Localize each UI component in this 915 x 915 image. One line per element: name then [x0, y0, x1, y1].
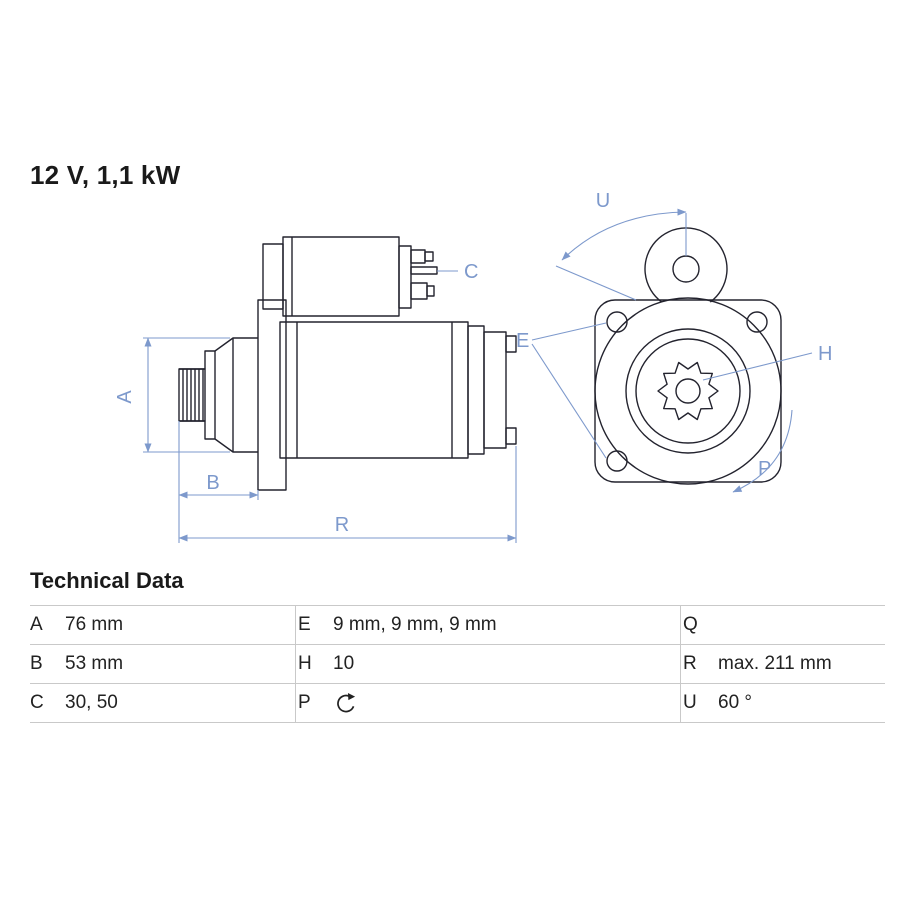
param-value-e: 9 mm, 9 mm, 9 mm: [333, 614, 497, 635]
param-value-p: [333, 690, 680, 716]
dim-label-h: H: [818, 343, 832, 365]
dimension-annotations: A B R C E U H: [114, 190, 832, 543]
param-key-r: R: [680, 645, 718, 683]
param-key-e: E: [295, 606, 333, 644]
dim-label-p: P: [758, 458, 771, 480]
param-value-u: 60 °: [718, 692, 753, 713]
param-value-b: 53 mm: [65, 653, 124, 674]
front-view: [594, 227, 782, 485]
param-key-q: Q: [680, 606, 718, 644]
param-value-a: 76 mm: [65, 614, 124, 635]
param-value-r: max. 211 mm: [718, 653, 832, 674]
dim-label-a: A: [114, 390, 136, 404]
param-key-u: U: [680, 684, 718, 722]
dim-label-r: R: [335, 514, 349, 536]
technical-data-section: Technical Data A 76 mm E 9 mm, 9 mm, 9 m…: [30, 568, 885, 723]
starter-motor-technical-drawing: A B R C E U H: [114, 190, 832, 543]
param-key-a: A: [30, 614, 43, 635]
product-spec-title: 12 V, 1,1 kW: [30, 160, 181, 190]
table-row: C 30, 50 P U 60 °: [30, 684, 885, 723]
param-key-b: B: [30, 653, 43, 674]
technical-data-heading: Technical Data: [30, 568, 184, 593]
param-key-p: P: [295, 684, 333, 722]
dim-label-u: U: [596, 190, 610, 212]
param-value-c: 30, 50: [65, 692, 118, 713]
dim-label-c: C: [464, 261, 478, 283]
dim-label-b: B: [206, 472, 219, 494]
rotation-direction-icon: [337, 693, 356, 713]
table-row: A 76 mm E 9 mm, 9 mm, 9 mm Q: [30, 606, 885, 645]
param-key-c: C: [30, 692, 44, 713]
param-value-h: 10: [333, 653, 355, 674]
dim-label-e: E: [516, 330, 529, 352]
param-key-h: H: [295, 645, 333, 683]
table-row: B 53 mm H 10 R max. 211 mm: [30, 645, 885, 684]
technical-data-table: A 76 mm E 9 mm, 9 mm, 9 mm Q B 53 mm H 1…: [30, 605, 885, 723]
